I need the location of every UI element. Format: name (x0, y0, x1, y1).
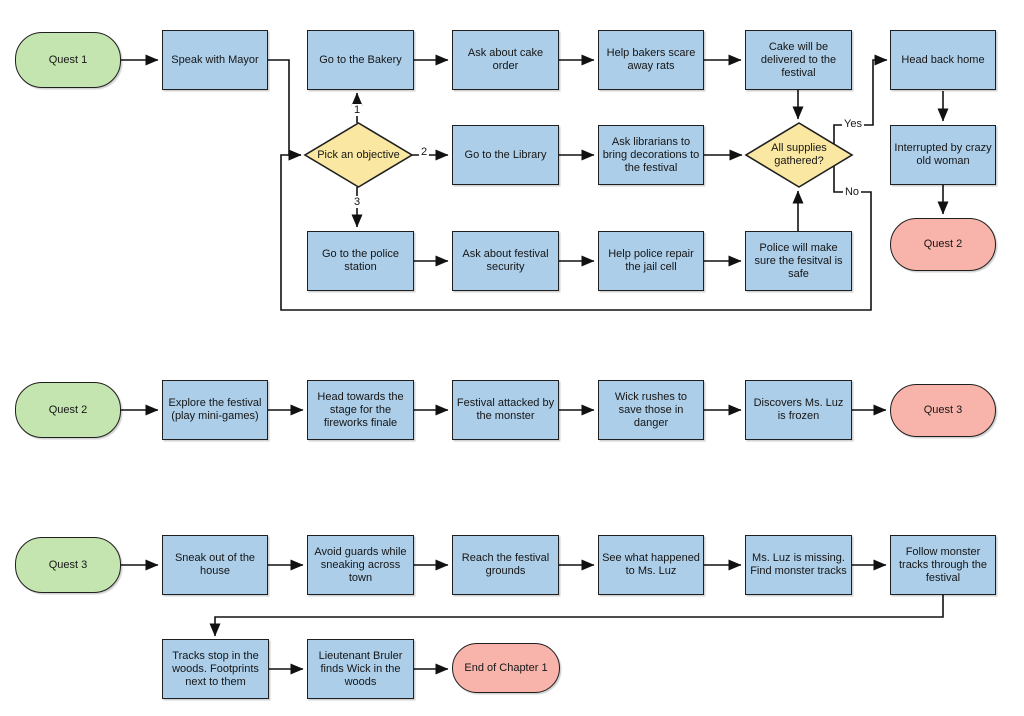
node-label: Pick an objective (317, 148, 400, 161)
node-quest-2-end: Quest 2 (890, 218, 996, 271)
edge-label-yes: Yes (842, 118, 864, 130)
node-festival-attacked: Festival attacked by the monster (452, 380, 559, 440)
node-pick-an-objective: Pick an objective (312, 123, 405, 187)
node-label: Tracks stop in the woods. Footprints nex… (172, 649, 259, 688)
node-reach-the-festival-grounds: Reach the festival grounds (452, 535, 559, 595)
node-end-of-chapter-1: End of Chapter 1 (452, 643, 560, 693)
node-avoid-guards: Avoid guards while sneaking across town (307, 535, 414, 595)
node-all-supplies-gathered: All supplies gathered? (753, 123, 845, 187)
node-sneak-out-of-the-house: Sneak out of the house (162, 535, 268, 595)
node-go-to-the-library: Go to the Library (452, 125, 559, 185)
node-pick-an-objective (303, 122, 414, 188)
node-head-back-home: Head back home (890, 30, 996, 90)
node-follow-monster-tracks: Follow monster tracks through the festiv… (890, 535, 996, 595)
node-see-what-happened: See what happened to Ms. Luz (598, 535, 704, 595)
node-label: Head towards the stage for the fireworks… (317, 390, 404, 429)
node-quest-3-end: Quest 3 (890, 384, 996, 437)
node-label: Lieutenant Bruler finds Wick in the wood… (318, 649, 403, 688)
node-label: Sneak out of the house (174, 552, 256, 577)
node-go-to-the-police-station: Go to the police station (307, 231, 414, 291)
edge-label-no: No (842, 186, 862, 198)
node-label: Cake will be delivered to the festival (760, 40, 837, 79)
node-ask-about-cake-order: Ask about cake order (452, 30, 559, 90)
node-head-towards-the-stage: Head towards the stage for the fireworks… (307, 380, 414, 440)
node-label: Ask about festival security (462, 248, 549, 273)
node-label: Quest 2 (48, 403, 88, 416)
node-go-to-the-bakery: Go to the Bakery (307, 30, 414, 90)
node-discovers-ms-luz: Discovers Ms. Luz is frozen (745, 380, 852, 440)
node-ask-about-festival-security: Ask about festival security (452, 231, 559, 291)
edge-all-supplies-gathered--pick-an-objective (280, 149, 872, 311)
node-label: See what happened to Ms. Luz (602, 552, 700, 577)
node-label: End of Chapter 1 (464, 661, 548, 674)
node-ms-luz-is-missing: Ms. Luz is missing. Find monster tracks (745, 535, 852, 595)
node-label: Quest 2 (923, 238, 963, 250)
node-interrupted-by-crazy-old-woman: Interrupted by crazy old woman (890, 125, 996, 185)
node-tracks-stop-in-the-woods: Tracks stop in the woods. Footprints nex… (162, 639, 269, 699)
node-quest-3: Quest 3 (15, 537, 121, 593)
node-label: Ask librarians to bring decorations to t… (602, 135, 700, 174)
node-cake-delivered-to-festival: Cake will be delivered to the festival (745, 30, 852, 90)
node-label: Quest 1 (48, 53, 88, 66)
node-explore-the-festival: Explore the festival (play mini-games) (162, 380, 268, 440)
node-wick-rushes: Wick rushes to save those in danger (598, 380, 704, 440)
node-label: Reach the festival grounds (461, 552, 550, 577)
edge-all-supplies-gathered--head-back-home (833, 54, 888, 145)
node-label: Go to the Library (464, 148, 547, 161)
node-ask-librarians: Ask librarians to bring decorations to t… (598, 125, 704, 185)
node-label: Discovers Ms. Luz is frozen (753, 397, 844, 422)
node-help-police-repair-jail-cell: Help police repair the jail cell (598, 231, 704, 291)
edge-follow-monster-tracks--tracks-stop-in-the-woods (209, 595, 944, 637)
node-lieutenant-bruler: Lieutenant Bruler finds Wick in the wood… (307, 639, 414, 699)
node-label: Head back home (901, 53, 985, 66)
node-label: Go to the police station (321, 248, 400, 273)
node-label: Speak with Mayor (171, 53, 259, 66)
node-label: Wick rushes to save those in danger (614, 390, 688, 429)
node-quest-1: Quest 1 (15, 32, 121, 88)
node-all-supplies-gathered (744, 122, 854, 188)
node-label: Explore the festival (play mini-games) (168, 397, 262, 422)
node-label: Festival attacked by the monster (456, 397, 555, 422)
node-label: Help police repair the jail cell (608, 248, 694, 273)
node-label: Ms. Luz is missing. Find monster tracks (750, 552, 847, 577)
edge-label-branch-2: 2 (418, 146, 430, 158)
node-label: Go to the Bakery (319, 53, 402, 66)
node-label: Follow monster tracks through the festiv… (898, 545, 988, 584)
edge-label-branch-1: 1 (351, 104, 363, 116)
node-label: Interrupted by crazy old woman (894, 142, 992, 167)
node-label: Quest 3 (48, 558, 88, 571)
node-help-bakers-scare-away-rats: Help bakers scare away rats (598, 30, 704, 90)
node-label: Quest 3 (923, 404, 963, 416)
edge-label-branch-3: 3 (351, 196, 363, 208)
node-label: Avoid guards while sneaking across town (314, 545, 407, 584)
node-label: All supplies gathered? (771, 142, 827, 167)
node-police-will-make-sure: Police will make sure the fesitval is sa… (745, 231, 852, 291)
node-label: Help bakers scare away rats (606, 47, 696, 72)
node-label: Police will make sure the fesitval is sa… (754, 241, 843, 280)
node-quest-2: Quest 2 (15, 382, 121, 438)
node-label: Ask about cake order (467, 47, 544, 72)
node-speak-with-mayor: Speak with Mayor (162, 30, 268, 90)
